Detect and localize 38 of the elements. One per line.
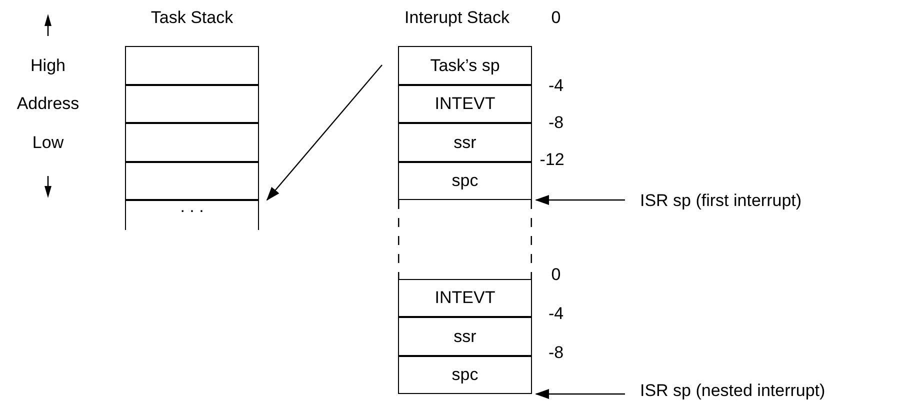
stack-cell	[398, 85, 532, 123]
pointer-label: ISR sp (first interrupt)	[640, 191, 802, 211]
stack-cell	[398, 317, 532, 356]
offset-label: -8	[548, 113, 564, 133]
stack-cell	[398, 356, 532, 394]
stack-gap	[398, 200, 532, 279]
register-name: INTEVT	[434, 288, 496, 308]
stack-cell	[398, 279, 532, 317]
offset-label: 0	[551, 8, 561, 28]
stack-title: Interupt Stack	[404, 8, 510, 28]
register-name: ssr	[454, 326, 476, 346]
offset-label: -4	[548, 76, 564, 96]
stack-cell	[398, 162, 532, 200]
register-name: spc	[452, 171, 478, 191]
stack-cell	[125, 85, 259, 123]
arrow	[535, 195, 625, 205]
stack-cell	[125, 123, 259, 162]
address-label: High	[30, 56, 66, 76]
register-name: INTEVT	[434, 94, 496, 114]
ellipsis-text: . . .	[180, 197, 204, 217]
offset-label: 0	[551, 265, 561, 285]
stack-cell	[398, 46, 532, 85]
register-name: Task’s sp	[430, 56, 500, 76]
register-name: spc	[452, 365, 478, 385]
offset-label: -12	[540, 150, 564, 170]
stack-cell	[398, 123, 532, 162]
stack-title: Task Stack	[150, 8, 234, 28]
arrow	[535, 389, 625, 399]
address-label: Address	[16, 94, 80, 114]
stack-cell	[125, 162, 259, 200]
offset-label: -8	[548, 343, 564, 363]
register-name: ssr	[454, 132, 476, 152]
stack-cell	[125, 46, 259, 85]
stack-cell	[125, 200, 259, 230]
pointer-label: ISR sp (nested interrupt)	[640, 381, 826, 401]
offset-label: -4	[548, 304, 564, 324]
arrow	[266, 64, 382, 201]
address-label: Low	[32, 133, 64, 153]
